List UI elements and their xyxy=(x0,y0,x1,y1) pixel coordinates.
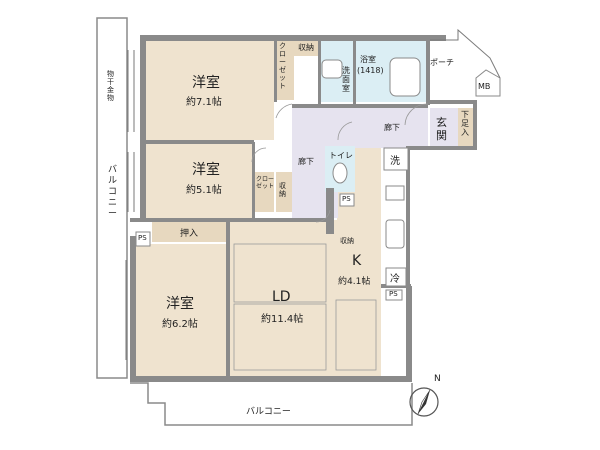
storage-3-label: 収納 xyxy=(340,237,354,245)
storage-2 xyxy=(276,172,292,212)
oshiire xyxy=(152,220,228,242)
western-room-3-area: 約6.2帖 xyxy=(162,319,198,330)
western-room-2-area: 約5.1帖 xyxy=(186,185,222,196)
fridge-box xyxy=(385,267,407,287)
compass-icon xyxy=(409,387,439,417)
fridge-label: 冷 xyxy=(390,274,400,285)
western-room-3 xyxy=(136,244,229,376)
closet-1-label: クローゼット xyxy=(279,42,286,90)
toilet-bowl xyxy=(332,162,348,184)
windows xyxy=(125,50,135,360)
oshiire-label: 押入 xyxy=(180,229,199,239)
bath-name: 浴室 xyxy=(360,55,376,64)
washer-box xyxy=(383,147,409,171)
ps-box-1 xyxy=(135,231,151,247)
ps-box-3 xyxy=(385,289,403,301)
western-room-1-name: 洋室 xyxy=(192,75,220,91)
ps-2-label: PS xyxy=(342,195,351,203)
balcony-bottom xyxy=(130,382,413,426)
entrance-floor xyxy=(430,108,460,148)
porch-outline xyxy=(430,28,501,79)
bathtub xyxy=(389,57,421,97)
bath-size: (1418) xyxy=(357,66,384,75)
toilet-label: トイレ xyxy=(329,151,353,160)
corridor-area-2 xyxy=(338,108,428,148)
corridor-2-label: 廊下 xyxy=(384,123,400,132)
balcony-left xyxy=(96,17,128,379)
ld-floor-marks xyxy=(233,243,377,371)
washroom-label: 洗面室 xyxy=(342,66,350,93)
stove xyxy=(385,185,405,201)
porch-label: ポーチ xyxy=(430,58,454,67)
shoe-closet xyxy=(458,108,474,148)
mb-box xyxy=(475,69,501,97)
western-room-1 xyxy=(146,40,274,140)
ld-name: LD xyxy=(272,289,291,305)
laundry-fixture-label: 物干金物 xyxy=(107,70,114,102)
kitchen-sink xyxy=(385,219,405,249)
western-room-1-area: 約7.1帖 xyxy=(186,97,222,108)
mb-label: MB xyxy=(478,82,491,91)
ld-area: 約11.4帖 xyxy=(261,314,304,325)
balcony-bottom-label: バルコニー xyxy=(246,407,291,417)
kitchen-counter-area xyxy=(382,148,408,286)
walls xyxy=(130,35,477,382)
compass-label: N xyxy=(434,374,441,384)
balcony-left-label: バルコニー xyxy=(108,165,118,219)
closet-2 xyxy=(254,172,274,212)
sink xyxy=(321,59,343,79)
ps-3-label: PS xyxy=(389,290,398,298)
storage-2-label: 収納 xyxy=(279,182,286,198)
entrance-label: 玄関 xyxy=(436,116,447,142)
washer-label: 洗 xyxy=(390,156,400,167)
western-room-3-name: 洋室 xyxy=(166,296,194,312)
storage-1 xyxy=(294,40,320,56)
closet-1 xyxy=(276,40,294,100)
closet-2-label: クローゼット xyxy=(256,176,275,190)
ps-box-2 xyxy=(339,193,355,207)
shoe-closet-label: 下足入 xyxy=(461,110,469,137)
western-room-2 xyxy=(146,142,252,220)
corridor-1-label: 廊下 xyxy=(298,157,314,166)
western-room-2-name: 洋室 xyxy=(192,162,220,178)
kitchen-name: K xyxy=(352,253,362,269)
ps-1-label: PS xyxy=(138,234,147,242)
kitchen-area: 約4.1帖 xyxy=(338,277,371,287)
doors xyxy=(251,103,429,223)
storage-1-label: 収納 xyxy=(298,43,314,52)
